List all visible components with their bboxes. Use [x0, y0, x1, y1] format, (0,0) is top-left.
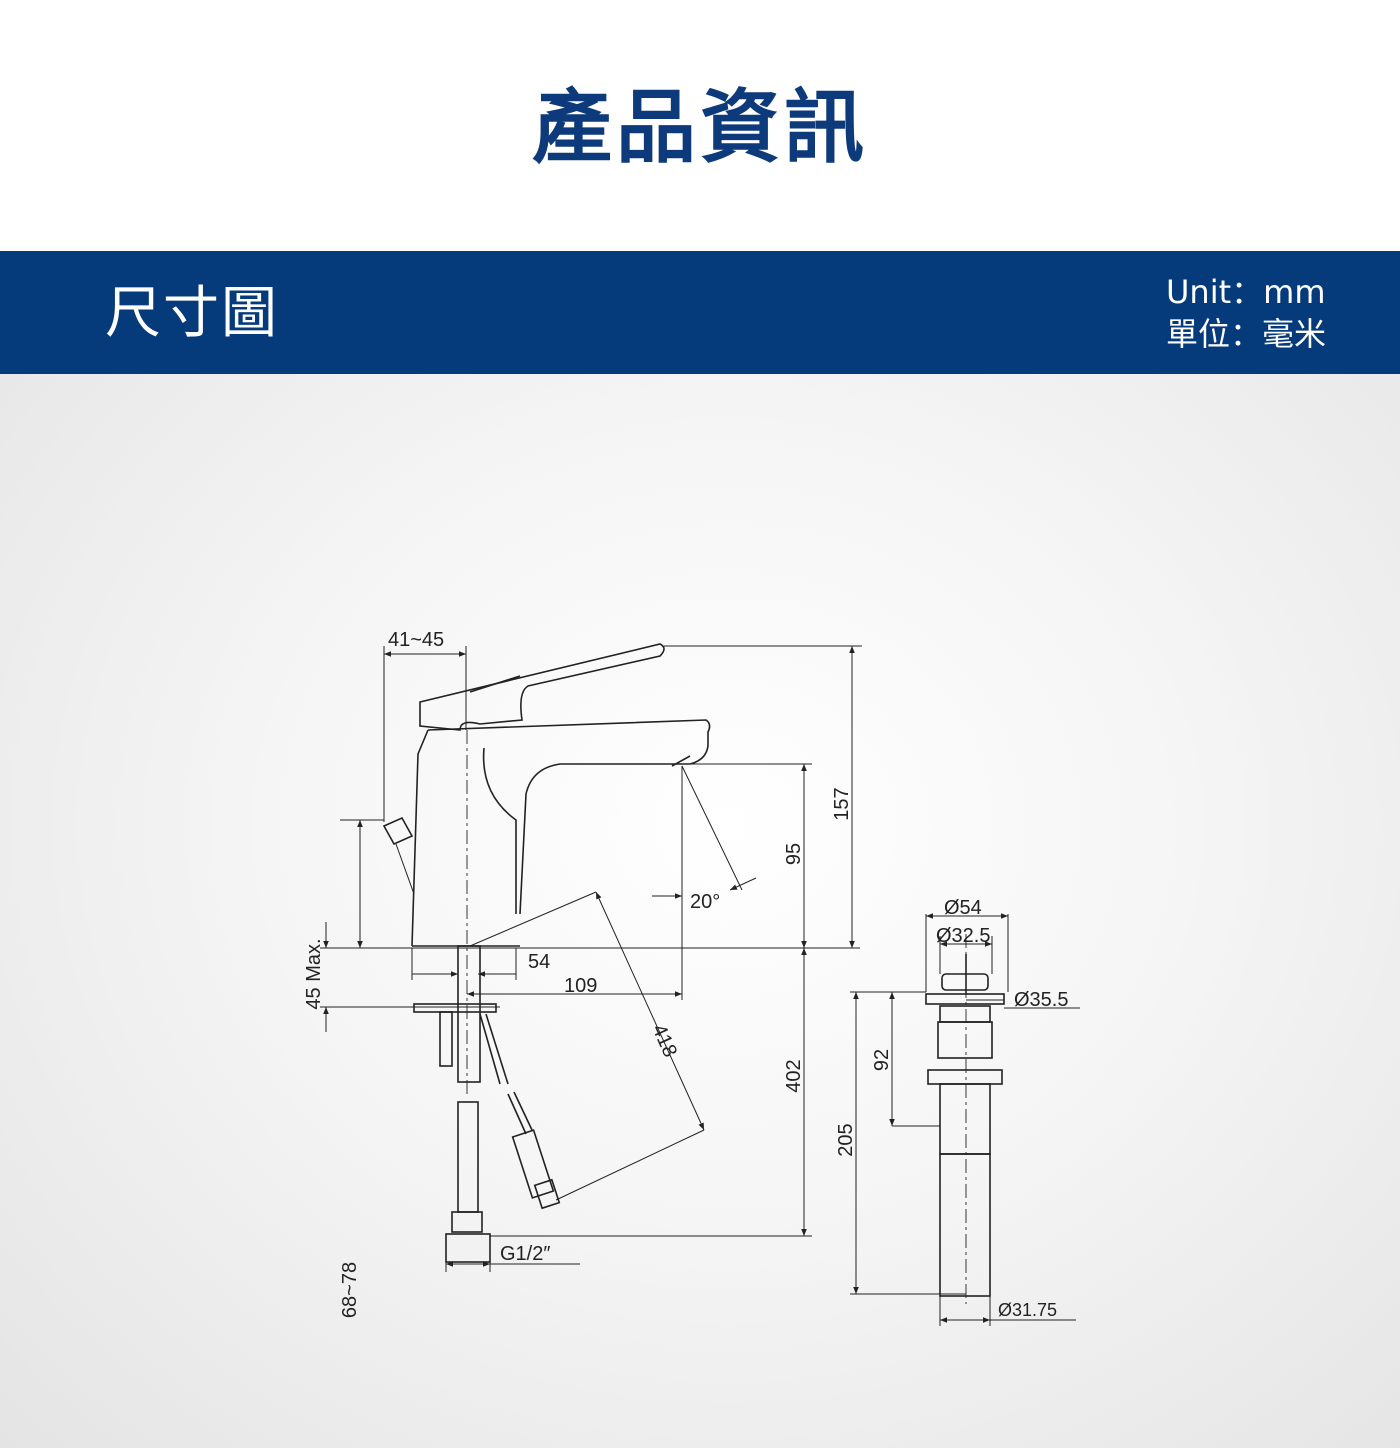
dim-hose-total: 402 [783, 1059, 805, 1092]
dim-drain-total: 205 [835, 1123, 857, 1156]
section-title: 尺寸圖 [105, 281, 279, 346]
dim-thread: G1/2″ [500, 1243, 550, 1265]
dim-spout-angle: 20° [690, 891, 720, 913]
dim-deck-thickness: 45 Max. [303, 938, 325, 1009]
section-banner: 尺寸圖 Unit：mm 單位：毫米 [0, 251, 1400, 374]
unit-line-zh: 單位：毫米 [1166, 315, 1327, 353]
dimension-drawing: 41~45 68~78 45 Max. 54 109 20° 95 157 41… [303, 629, 1080, 1326]
dim-drain-cap: Ø54 [944, 897, 982, 919]
dim-drain-inner: Ø32.5 [936, 925, 990, 947]
dim-spout-height: 95 [783, 843, 805, 865]
drain-outline [925, 934, 1005, 1304]
unit-line-en: Unit：mm [1166, 273, 1326, 311]
dim-lever-setback: 68~78 [339, 1262, 361, 1318]
dimension-drawing-area: 41~45 68~78 45 Max. 54 109 20° 95 157 41… [0, 374, 1400, 1448]
page-title: 產品資訊 [532, 81, 868, 174]
unit-note: Unit：mm 單位：毫米 [1166, 271, 1326, 355]
dim-base-depth: 54 [528, 951, 550, 973]
dim-hose-length: 418 [647, 1021, 681, 1060]
dimension-lines [320, 645, 1080, 1326]
dim-total-height: 157 [831, 787, 853, 820]
dim-drain-flange: Ø35.5 [1014, 989, 1068, 1011]
faucet-outline [382, 643, 711, 1263]
title-area: 產品資訊 [0, 0, 1400, 251]
dim-drain-upper: 92 [871, 1049, 893, 1071]
dim-spout-reach: 109 [564, 975, 597, 997]
dim-handle-offset: 41~45 [388, 629, 444, 651]
dim-drain-tail: Ø31.75 [998, 1300, 1057, 1320]
